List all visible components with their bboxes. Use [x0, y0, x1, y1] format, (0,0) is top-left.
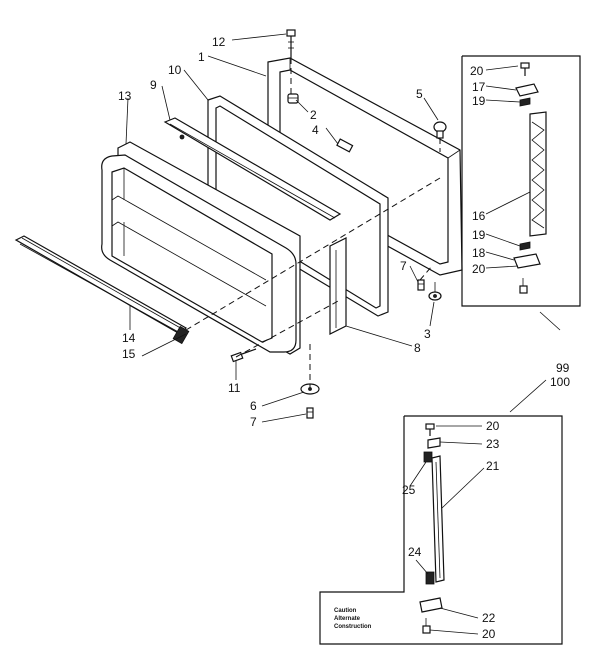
shelf-bar-part-14-15 [14, 235, 190, 345]
door-panel-part-13 [101, 141, 301, 355]
callout-numbers: 12 1 10 9 13 2 4 5 20 17 19 16 19 18 20 … [118, 35, 570, 641]
screw-part-11 [230, 348, 257, 363]
callout-19-b: 19 [472, 228, 486, 242]
hinge-plate-part-8 [329, 237, 347, 335]
screw-part-7-lower [306, 407, 314, 419]
callout-17: 17 [472, 80, 486, 94]
leader-lines [125, 33, 561, 635]
callout-12: 12 [212, 35, 226, 49]
screw-part-12 [286, 29, 296, 58]
knob-part-5 [433, 121, 447, 139]
handle-detail-box [461, 55, 581, 307]
screw-part-7-upper [417, 279, 425, 291]
callout-100: 100 [550, 375, 570, 389]
callout-21: 21 [486, 459, 500, 473]
callout-23: 23 [486, 437, 500, 451]
callout-6: 6 [250, 399, 257, 413]
callout-3: 3 [424, 327, 431, 341]
callout-11: 11 [228, 381, 241, 395]
callout-14: 14 [122, 331, 136, 345]
callout-4: 4 [312, 123, 319, 137]
caption-line-1: Caution [334, 608, 357, 614]
callout-18: 18 [472, 246, 486, 260]
callout-9: 9 [150, 78, 157, 92]
callout-16: 16 [472, 209, 486, 223]
callout-2: 2 [310, 108, 317, 122]
callout-1: 1 [198, 50, 205, 64]
plug-part-2 [287, 93, 299, 104]
nameplate-part-4 [336, 138, 354, 153]
callout-10: 10 [168, 63, 182, 77]
alignment-lines [185, 58, 441, 390]
callout-20-b: 20 [472, 262, 486, 276]
callout-15: 15 [122, 347, 136, 361]
callout-7-b: 7 [250, 415, 257, 429]
alternate-handle-box [319, 415, 563, 645]
caption-line-2: Alternate [334, 616, 361, 622]
callout-7-a: 7 [400, 259, 407, 273]
callout-20-d: 20 [482, 627, 496, 641]
callout-19-a: 19 [472, 94, 486, 108]
callout-8: 8 [414, 341, 421, 355]
caption-line-3: Construction [334, 624, 372, 630]
callout-99: 99 [556, 361, 570, 375]
callout-5: 5 [416, 87, 423, 101]
liner-strip-part-9 [163, 117, 342, 221]
callout-22: 22 [482, 611, 496, 625]
callout-25: 25 [402, 483, 416, 497]
callout-24: 24 [408, 545, 422, 559]
callout-13: 13 [118, 89, 132, 103]
hinge-pin-part-3 [428, 282, 442, 301]
caution-caption: Caution Alternate Construction [334, 608, 372, 630]
callout-20-a: 20 [470, 64, 484, 78]
callout-20-c: 20 [486, 419, 500, 433]
